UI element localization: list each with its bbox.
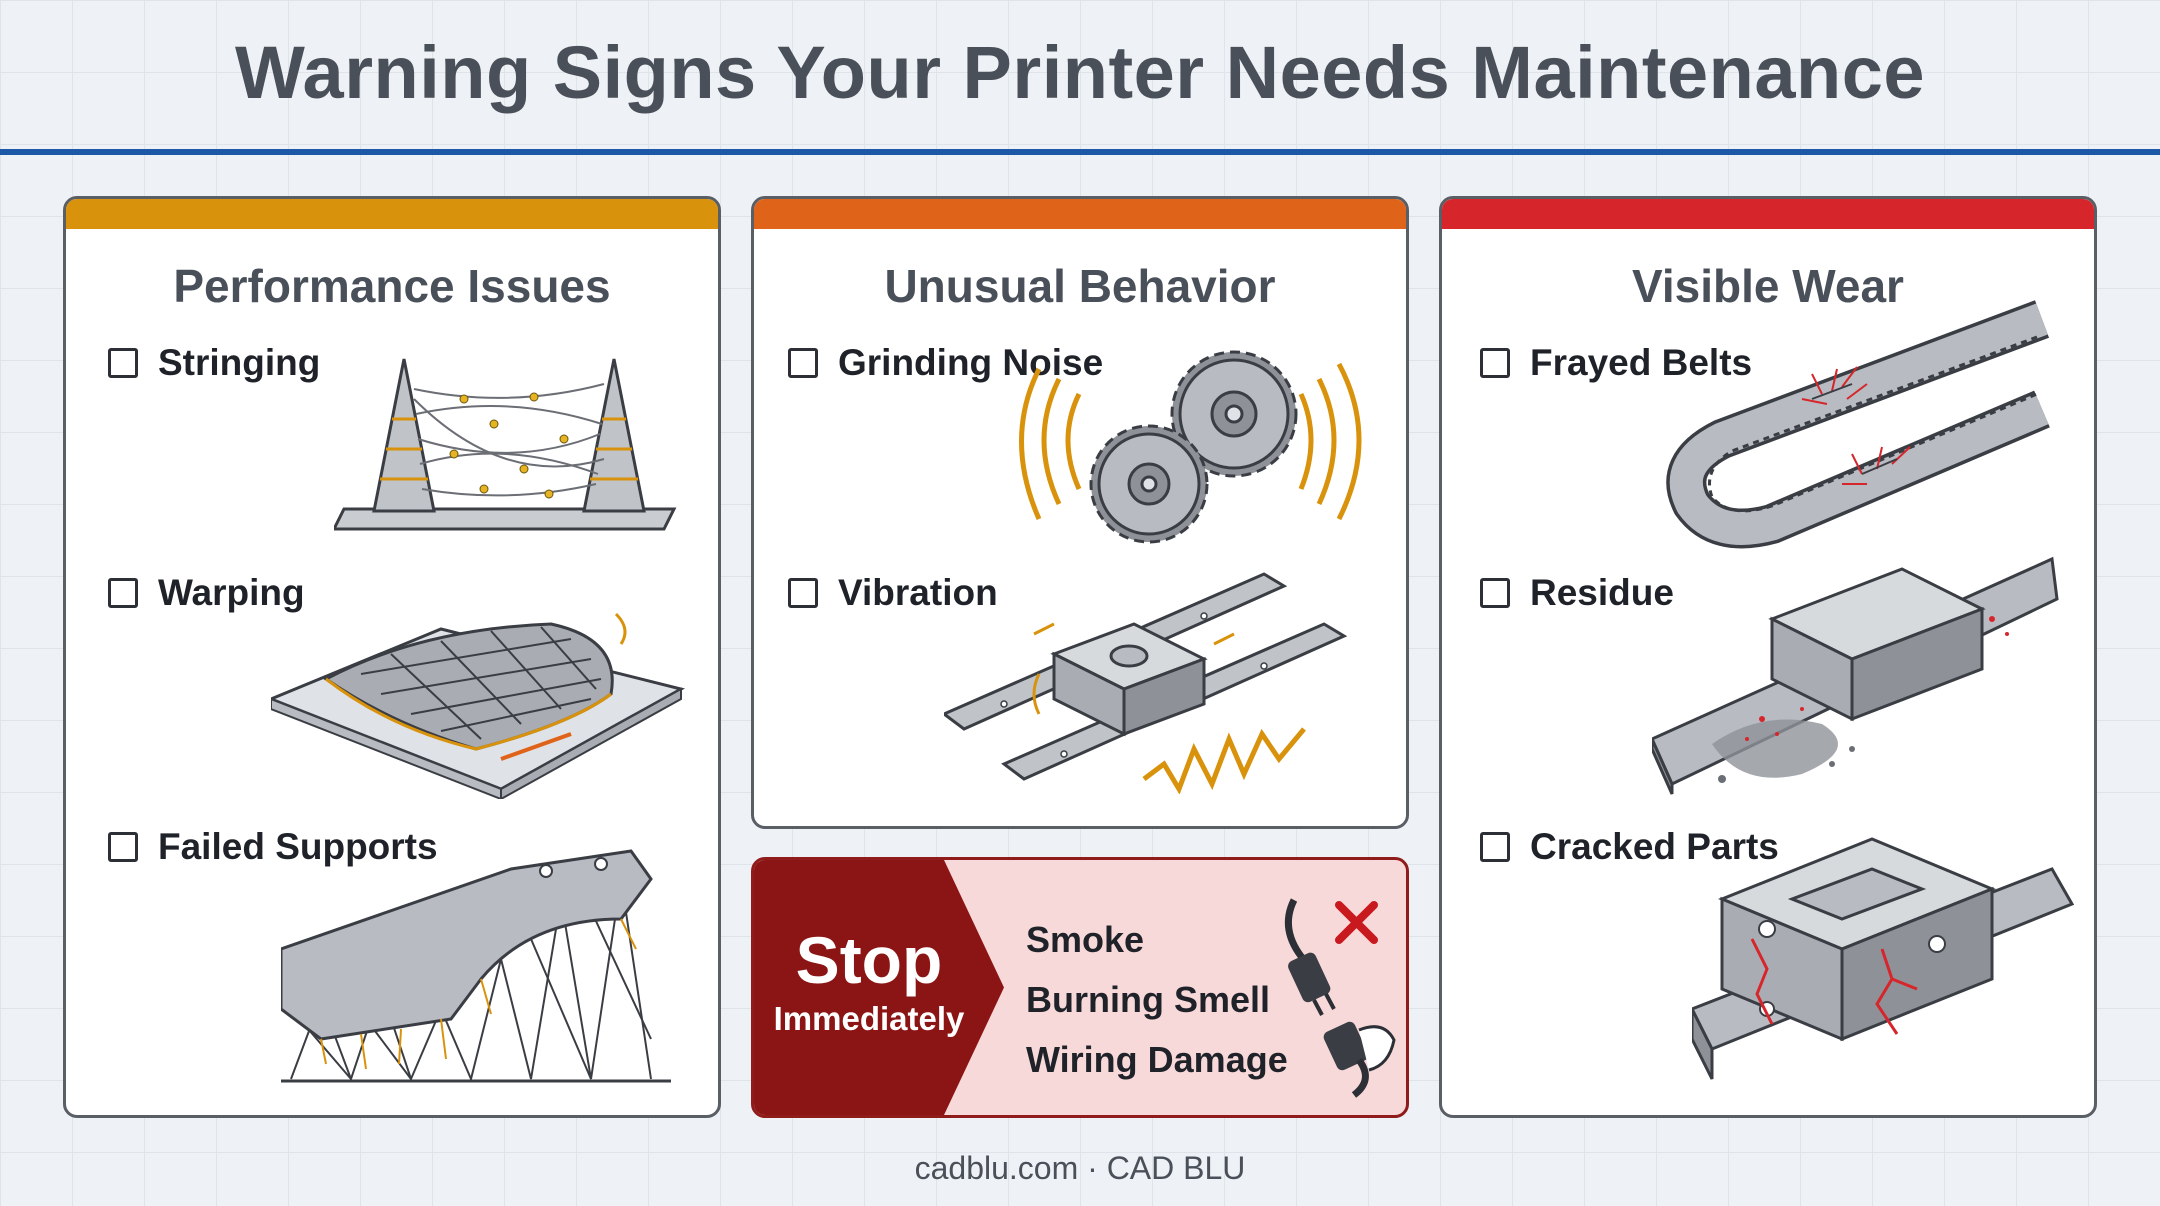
- stop-arrow-block: [754, 860, 1004, 1115]
- stringing-label: Stringing: [158, 342, 321, 383]
- wear-panel-title: Visible Wear: [1632, 260, 1904, 312]
- checklist-item-cracked-parts[interactable]: Cracked Parts: [1480, 826, 1779, 868]
- page-title: Warning Signs Your Printer Needs Mainten…: [234, 31, 1926, 114]
- checklist-item-frayed-belts[interactable]: Frayed Belts: [1480, 342, 1752, 384]
- vibrating-rail-icon: [944, 572, 1348, 794]
- stop-headline: Stop: [795, 923, 943, 997]
- warping-label: Warping: [158, 572, 305, 613]
- performance-issues-panel: Performance Issues Stringing Warping: [63, 196, 721, 1118]
- checklist-item-grinding-noise[interactable]: Grinding Noise: [788, 342, 1103, 384]
- stop-list: Smoke Burning Smell Wiring Damage: [1026, 910, 1288, 1090]
- checklist-item-failed-supports[interactable]: Failed Supports: [108, 826, 438, 868]
- vibration-checkbox[interactable]: [788, 578, 818, 608]
- stringing-icon: [334, 358, 677, 531]
- stop-item-wiring-damage: Wiring Damage: [1026, 1039, 1288, 1080]
- warping-icon: [271, 612, 686, 799]
- performance-panel-title: Performance Issues: [173, 260, 611, 312]
- residue-rail-icon: [1652, 556, 2059, 795]
- frayed-belt-icon: [1666, 300, 2050, 549]
- performance-panel-bar: [66, 199, 718, 229]
- cracked-parts-checkbox[interactable]: [1480, 832, 1510, 862]
- vibration-label: Vibration: [838, 572, 998, 613]
- residue-label: Residue: [1530, 572, 1674, 613]
- checklist-item-warping[interactable]: Warping: [108, 572, 305, 614]
- wear-panel-bar: [1442, 199, 2094, 229]
- stop-immediately-banner: Stop Immediately Smoke Burning Smell Wir…: [751, 857, 1409, 1118]
- unusual-behavior-panel: Unusual Behavior Grinding Noise Vibratio…: [751, 196, 1409, 829]
- failed-supports-label: Failed Supports: [158, 826, 438, 867]
- title-divider: [0, 149, 2160, 155]
- frayed-belts-checkbox[interactable]: [1480, 348, 1510, 378]
- stringing-checkbox[interactable]: [108, 348, 138, 378]
- failed-supports-icon: [281, 849, 671, 1083]
- cracked-part-icon: [1692, 837, 2075, 1080]
- stop-item-smoke: Smoke: [1026, 919, 1145, 960]
- grinding-noise-label: Grinding Noise: [838, 342, 1104, 383]
- visible-wear-panel: Visible Wear Frayed Belts Residue: [1439, 196, 2097, 1118]
- behavior-panel-bar: [754, 199, 1406, 229]
- checklist-item-vibration[interactable]: Vibration: [788, 572, 998, 614]
- footer-credit: cadblu.com · CAD BLU: [914, 1150, 1246, 1186]
- stop-subline: Immediately: [773, 1000, 965, 1037]
- checklist-item-residue[interactable]: Residue: [1480, 572, 1674, 614]
- stop-item-burning-smell: Burning Smell: [1026, 979, 1271, 1020]
- checklist-item-stringing[interactable]: Stringing: [108, 342, 320, 384]
- unplug-icon: [1284, 898, 1396, 1098]
- cracked-parts-label: Cracked Parts: [1530, 826, 1779, 867]
- failed-supports-checkbox[interactable]: [108, 832, 138, 862]
- grinding-noise-checkbox[interactable]: [788, 348, 818, 378]
- grinding-gears-icon: [1019, 350, 1362, 544]
- frayed-belts-label: Frayed Belts: [1530, 342, 1753, 383]
- behavior-panel-title: Unusual Behavior: [884, 260, 1276, 312]
- warping-checkbox[interactable]: [108, 578, 138, 608]
- residue-checkbox[interactable]: [1480, 578, 1510, 608]
